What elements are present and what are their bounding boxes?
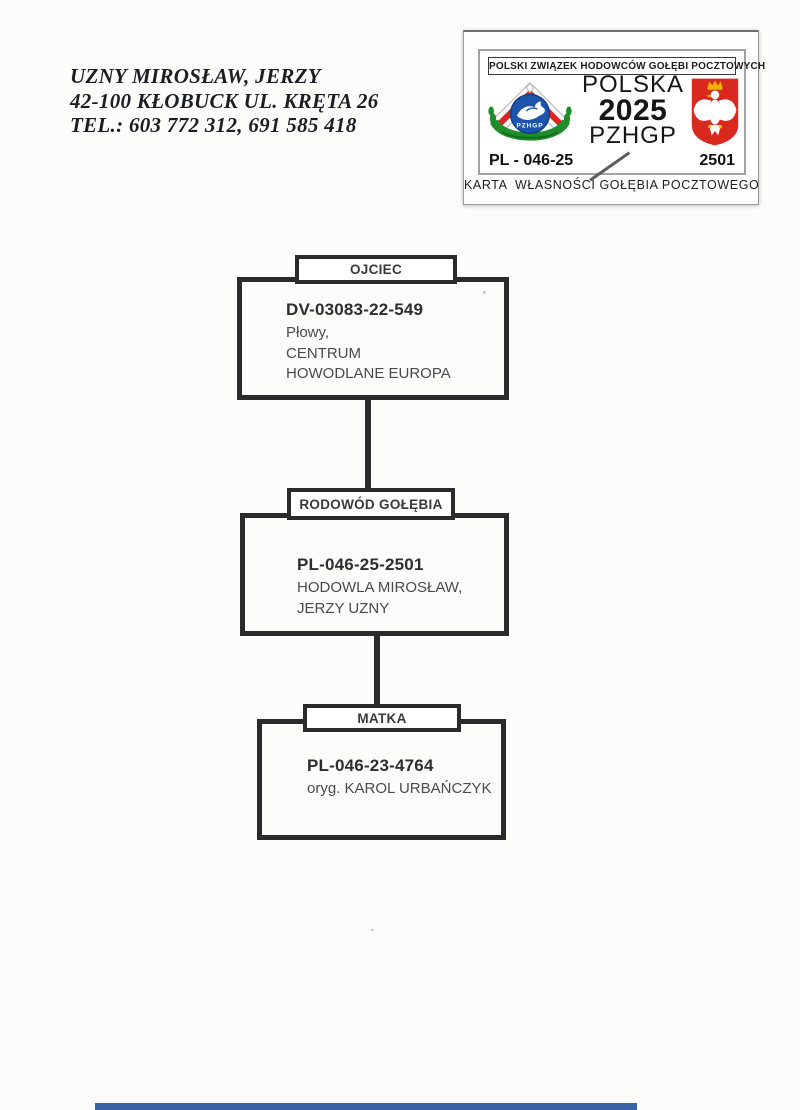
poland-eagle-icon: [691, 78, 739, 146]
father-details: DV-03083-22-549 Płowy, CENTRUM HOWODLANE…: [286, 297, 451, 385]
bird-detail-line: HODOWLA MIROSŁAW,: [297, 579, 463, 596]
ring-serial: 2501: [699, 152, 735, 169]
scan-speck: [483, 291, 486, 294]
owner-phone: TEL.: 603 772 312, 691 585 418: [70, 113, 357, 137]
scan-bottom-strip: [95, 1103, 637, 1110]
stamp-year: 2025: [598, 94, 668, 127]
pzhgp-badge-icon: PZHGP: [488, 81, 572, 141]
bird-detail-line: JERZY UZNY: [297, 599, 390, 617]
bird-details: PL-046-25-2501 HODOWLA MIROSŁAW, JERZY U…: [297, 552, 462, 619]
owner-block: UZNY MIROSŁAW, JERZY 42-100 KŁOBUCK UL. …: [70, 64, 379, 138]
ring-number-row: PL - 046-25 2501: [480, 152, 744, 170]
stamp-header: POLSKI ZWIĄZEK HODOWCÓW GOŁĘBI POCZTOWYC…: [488, 57, 765, 75]
mother-details: PL-046-23-4764 oryg. KAROL URBAŃCZYK: [307, 753, 492, 800]
mother-label: MATKA: [357, 710, 407, 726]
father-label-tab: OJCIEC: [295, 255, 457, 284]
father-label: OJCIEC: [349, 262, 403, 277]
bird-label-tab: RODOWÓD GOŁĘBIA: [287, 488, 455, 520]
badge-pzhgp-text: PZHGP: [517, 123, 544, 130]
stamp-inner-frame: POLSKI ZWIĄZEK HODOWCÓW GOŁĘBI POCZTOWYC…: [478, 49, 765, 181]
stamp-caption: KARTA WŁASNOŚCI GOŁĘBIA POCZTOWEGO: [464, 178, 760, 192]
stamp-title-block: POLSKA 2025 PZHGP: [577, 73, 689, 148]
stamp-org: PZHGP: [589, 122, 677, 149]
connector-bird-to-mother: [374, 634, 380, 706]
father-detail-line: CENTRUM: [286, 344, 361, 362]
bird-label: RODOWÓD GOŁĘBIA: [299, 496, 443, 512]
mother-detail-line: oryg. KAROL URBAŃCZYK: [307, 780, 492, 797]
owner-address: 42-100 KŁOBUCK UL. KRĘTA 26: [70, 88, 379, 113]
bird-ring-number: PL-046-25-2501: [297, 555, 424, 574]
stamp-country: POLSKA: [581, 71, 685, 98]
scan-speck: [371, 929, 374, 931]
connector-father-to-bird: [365, 398, 371, 490]
mother-ring-number: PL-046-23-4764: [307, 756, 434, 775]
father-ring-number: DV-03083-22-549: [286, 300, 424, 319]
father-detail-line: HOWODLANE EUROPA: [286, 365, 451, 382]
father-detail-line: Płowy,: [286, 324, 330, 341]
mother-label-tab: MATKA: [303, 704, 461, 732]
stamp-logo-row: PZHGP POLSKA 2025 PZHGP: [480, 73, 744, 149]
owner-name: UZNY MIROSŁAW, JERZY: [70, 64, 321, 88]
ring-prefix: PL - 046-25: [489, 152, 574, 169]
ring-ownership-stamp: POLSKI ZWIĄZEK HODOWCÓW GOŁĘBI POCZTOWYC…: [463, 30, 765, 205]
